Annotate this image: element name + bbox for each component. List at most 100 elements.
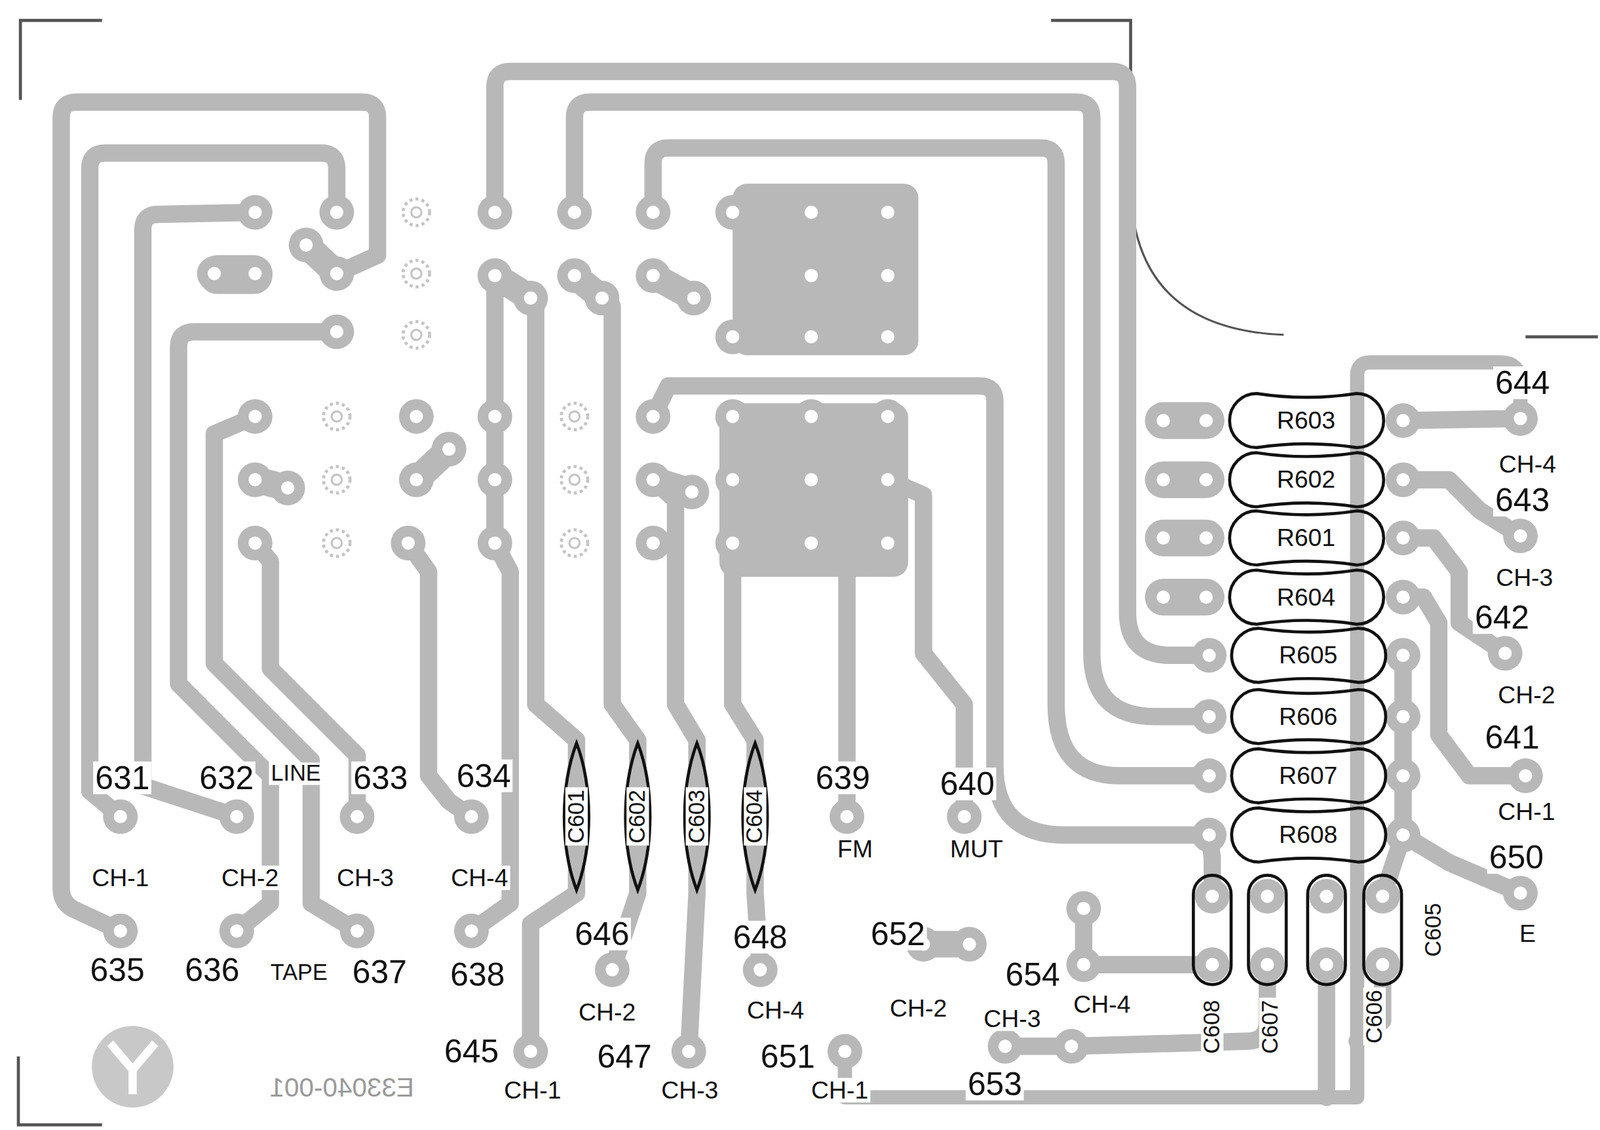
channel-label: CH-2 — [887, 995, 949, 1021]
resistor: R603 — [1227, 391, 1386, 449]
solder-pad — [399, 461, 434, 497]
trace — [574, 102, 1210, 717]
solder-pad — [477, 194, 513, 230]
solder-pad — [1309, 946, 1344, 982]
solder-pad — [454, 798, 489, 834]
solder-pad — [671, 1033, 707, 1069]
channel-label: CH-1 — [1495, 798, 1557, 823]
unused-pad — [402, 199, 430, 226]
solder-pad — [584, 280, 620, 316]
channel-label: CH-3 — [981, 1006, 1043, 1031]
component-reference: C601 — [565, 787, 588, 846]
capacitor-outline — [1246, 873, 1288, 986]
solder-pads — [102, 194, 1543, 1068]
terminal-number: 634 — [454, 759, 514, 793]
solder-pad — [1309, 878, 1344, 914]
logo-disc — [91, 1025, 174, 1108]
unused-pad — [402, 260, 430, 287]
unused-pad — [323, 466, 350, 493]
solder-pad — [1385, 817, 1421, 852]
solder-pad — [237, 194, 273, 230]
channel-label: CH-4 — [1071, 991, 1133, 1017]
terminal-number: 650 — [1487, 840, 1546, 874]
solder-pad — [399, 399, 434, 434]
resistor-outline — [1229, 570, 1384, 625]
terminal-number: 633 — [351, 761, 410, 795]
solder-pad — [988, 1028, 1023, 1064]
ground-plane — [732, 183, 918, 356]
channel-label: CH-3 — [659, 1077, 721, 1103]
resistor-outline — [1229, 510, 1384, 565]
solder-pad — [870, 319, 905, 354]
signal-label: MUT — [948, 836, 1006, 861]
terminal-number: 636 — [182, 953, 242, 987]
resistor: R606 — [1229, 687, 1388, 745]
capacitor: C606 — [1305, 873, 1347, 986]
terminal-number: 635 — [87, 953, 147, 987]
solder-pad — [1145, 461, 1181, 497]
component-reference: R601 — [1275, 525, 1338, 550]
solder-pad — [715, 399, 751, 434]
resistor-outline — [1231, 689, 1386, 744]
logo-mark — [110, 1043, 156, 1095]
solder-pad — [635, 194, 671, 230]
solder-pad — [1191, 637, 1227, 673]
board-part-number: E33040-001 — [267, 1073, 417, 1100]
signal-label: TAPE — [268, 961, 330, 984]
copper-traces — [60, 71, 1526, 1097]
solder-pad — [827, 1033, 863, 1069]
solder-pad — [1066, 946, 1101, 982]
solder-pad — [794, 399, 829, 434]
capacitor-outline — [1191, 873, 1233, 986]
trace — [60, 102, 378, 932]
channel-label: CH-3 — [334, 865, 396, 890]
solder-pad — [102, 913, 138, 949]
solder-pad — [1385, 520, 1421, 555]
solder-pad — [870, 461, 905, 497]
component-reference: R608 — [1276, 822, 1340, 847]
terminal-number: 640 — [938, 767, 997, 800]
solder-pad — [794, 194, 829, 230]
copper-areas — [199, 183, 1225, 616]
solder-pad — [952, 926, 987, 962]
resistor-outline — [1231, 807, 1386, 863]
solder-pad — [288, 227, 324, 263]
solder-pad — [794, 525, 829, 561]
solder-pad — [431, 431, 467, 467]
signal-label: FM — [835, 836, 875, 861]
solder-pad — [340, 798, 375, 834]
solder-pad — [870, 194, 905, 230]
capacitor: C604 — [737, 741, 773, 892]
terminal-number: 646 — [572, 917, 631, 951]
capacitor: C602 — [620, 741, 656, 892]
solder-pad — [1385, 402, 1421, 438]
pad-blob — [1144, 578, 1224, 616]
terminal-number: 643 — [1493, 483, 1552, 517]
signal-label: E — [1517, 921, 1538, 946]
terminal-number: 641 — [1482, 720, 1542, 753]
solder-pad — [219, 798, 255, 834]
capacitor-outline — [1305, 873, 1347, 986]
capacitor-outline — [1307, 874, 1346, 985]
channel-label: CH-1 — [89, 865, 151, 890]
capacitor-outline — [1363, 874, 1402, 985]
terminal-number: 632 — [197, 761, 256, 795]
terminal-number: 631 — [93, 761, 152, 795]
solder-pad — [870, 258, 905, 293]
register-marks — [18, 20, 1599, 1125]
solder-pad — [1503, 875, 1538, 911]
solder-pad — [1503, 518, 1538, 553]
trace — [653, 385, 1210, 835]
solder-pad — [1385, 637, 1421, 673]
terminal-number: 651 — [758, 1039, 818, 1073]
solder-pad — [1250, 946, 1285, 982]
capacitor: C603 — [679, 741, 715, 892]
channel-label: CH-4 — [744, 997, 806, 1023]
channel-label: CH-2 — [1495, 682, 1557, 707]
capacitor-outline — [1362, 873, 1403, 986]
solder-pad — [594, 952, 630, 987]
corner-mark — [18, 1056, 103, 1125]
component-reference: R606 — [1276, 704, 1340, 729]
trace — [254, 275, 694, 492]
terminal-number: 647 — [594, 1039, 654, 1073]
